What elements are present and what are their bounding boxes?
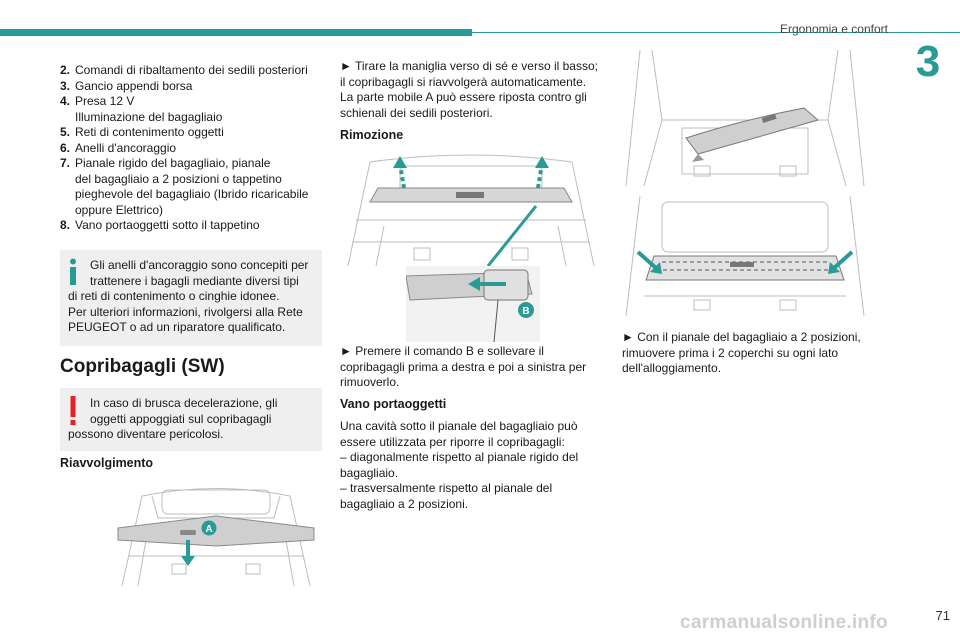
info-line: di reti di contenimento o cinghie idonee… [68,289,280,303]
cargo-cover-rewind-illustration: A [112,476,320,586]
header-rule [472,32,960,33]
warning-icon [70,396,76,425]
subheading-removal: Rimozione [340,128,404,142]
list-item: 2.Comandi di ribaltamento dei sedili pos… [60,63,308,77]
warning-line: In caso di brusca decelerazione, gli [90,396,278,410]
figure-label-a: A [205,524,212,535]
component-list: 2.Comandi di ribaltamento dei sedili pos… [60,63,322,234]
figure-label-b: B [522,306,529,317]
list-item: Illuminazione del bagagliaio [75,109,223,124]
info-line: PEUGEOT o ad un riparatore qualificato. [68,320,286,334]
text-line: ► Con il pianale del bagagliaio a 2 posi… [622,330,861,344]
text-line: – diagonalmente rispetto al pianale rigi… [340,450,579,464]
text-line: Una cavità sotto il pianale del bagaglia… [340,419,578,433]
text-line: copribagagli prima a destra e poi a sini… [340,359,587,374]
text-line: La parte mobile A può essere riposta con… [340,90,587,104]
list-item: 6.Anelli d'ancoraggio [60,140,177,155]
cover-storage-transverse-illustration [622,196,868,316]
chapter-number: 3 [915,37,941,86]
list-item: 4.Presa 12 V [60,94,135,108]
text-line: schienali dei sedili posteriori. [340,105,493,120]
rewind-instructions: ► Tirare la maniglia verso di sé e verso… [340,59,604,121]
lid-removal-instructions: ► Con il pianale del bagagliaio a 2 posi… [622,330,882,377]
list-item: 7.Pianale rigido del bagagliaio, pianale [60,156,271,170]
list-item: 3.Gancio appendi borsa [60,78,193,93]
text-line: essere utilizzata per riporre il copriba… [340,434,565,449]
list-item: pieghevole del bagagliaio (Ibrido ricari… [75,187,309,201]
info-box: Gli anelli d'ancoraggio sono concepiti p… [60,250,322,346]
warning-box: In caso di brusca decelerazione, gli ogg… [60,388,322,451]
watermark: carmanualsonline.info [680,612,888,633]
list-item: del bagagliaio a 2 posizioni o tappetino [75,171,282,186]
cargo-cover-removal-illustration [340,148,602,266]
warning-line: oggetti appoggiati sul copribagagli [90,411,272,426]
text-line: rimuoverlo. [340,375,400,389]
text-line: dell'alloggiamento. [622,361,722,375]
removal-instructions: ► Premere il comando B e sollevare il co… [340,344,604,391]
info-line: Gli anelli d'ancoraggio sono concepiti p… [90,258,309,272]
text-line: – trasversalmente rispetto al pianale de… [340,481,553,495]
section-title: Ergonomia e confort [779,22,888,36]
text-line: bagagliaio a 2 posizioni. [340,496,469,511]
warning-line: possono diventare pericolosi. [68,427,224,441]
section-heading: Copribagagli (SW) [60,356,225,377]
text-line: bagagliaio. [340,465,399,480]
info-icon [70,258,76,285]
text-line: ► Tirare la maniglia verso di sé e verso… [340,59,598,73]
text-line: rimuovere prima i 2 coperchi su ogni lat… [622,345,839,360]
cover-storage-diagonal-illustration [622,50,868,186]
list-item: 5.Reti di contenimento oggetti [60,125,224,139]
info-line: Per ulteriori informazioni, rivolgersi a… [68,304,303,319]
header-accent-bar [0,29,472,36]
subheading-rewind: Riavvolgimento [60,456,154,470]
page-number: 71 [935,608,950,623]
info-line: trattenere i bagagli mediante diversi ti… [90,273,299,288]
text-line: ► Premere il comando B e sollevare il [340,344,544,358]
subheading-storage: Vano portaoggetti [340,397,447,411]
list-item: 8.Vano portaoggetti sotto il tappetino [60,218,260,232]
text-line: il copribagagli si riavvolgerà automatic… [340,74,587,89]
release-button-detail-illustration: B [406,266,540,342]
list-item: oppure Elettrico) [75,202,164,217]
storage-description: Una cavità sotto il pianale del bagaglia… [340,419,604,512]
